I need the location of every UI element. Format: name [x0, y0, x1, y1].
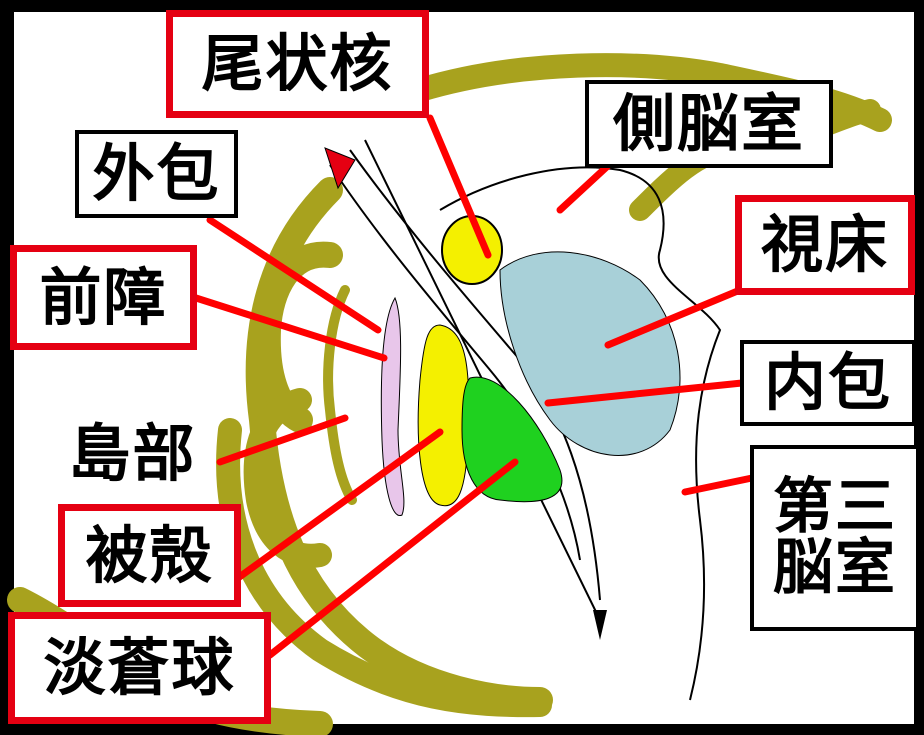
label-external-capsule: 外包	[75, 130, 238, 218]
label-caudate-nucleus: 尾状核	[166, 10, 429, 118]
label-claustrum: 前障	[10, 245, 197, 350]
label-insula: 島部	[50, 410, 215, 498]
label-lateral-ventricle: 側脳室	[585, 80, 833, 168]
label-globus-pallidus: 淡蒼球	[8, 612, 271, 724]
label-putamen: 被殻	[58, 504, 241, 607]
caudate-nucleus-shape	[442, 216, 502, 284]
label-third-ventricle: 第三 脳室	[750, 445, 920, 631]
label-third-ventricle-line2: 脳室	[773, 538, 897, 599]
label-internal-capsule: 内包	[740, 340, 916, 426]
label-thalamus: 視床	[735, 195, 915, 295]
putamen-shape	[418, 325, 469, 506]
label-third-ventricle-line1: 第三	[773, 477, 897, 538]
